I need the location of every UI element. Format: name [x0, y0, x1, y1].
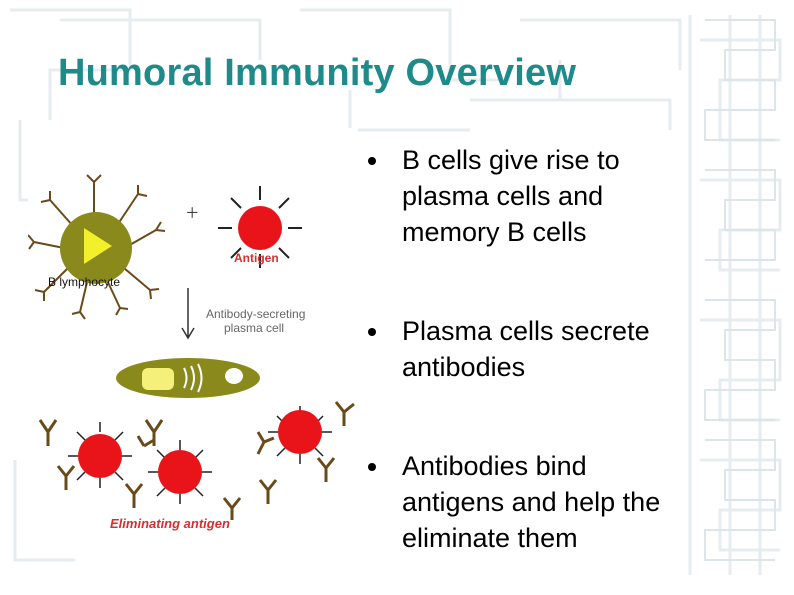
eliminating-antigen-label: Eliminating antigen — [110, 516, 230, 531]
antigen-antibody-cluster — [38, 401, 355, 520]
antibody-icon — [256, 431, 275, 455]
plasma-cell-vesicle — [225, 368, 243, 384]
antigen-label: Antigen — [234, 251, 279, 265]
antibody-icon — [124, 483, 144, 508]
antigen-cell — [158, 450, 202, 494]
plus-sign: + — [186, 200, 198, 225]
bullet-text: Antibodies bind antigens and help the el… — [402, 451, 661, 553]
bullet-dot — [368, 463, 376, 471]
slide-title: Humoral Immunity Overview — [58, 52, 577, 94]
b-lymphocyte-cell — [28, 174, 166, 320]
antigen-cell — [238, 206, 282, 250]
figure-diagram: + Antigen B lymphocyte Antibody-secretin… — [28, 174, 355, 531]
bullet-text: B cells give rise to plasma cells and me… — [402, 145, 620, 247]
antibody-icon — [38, 419, 58, 446]
bullet-dot — [368, 328, 376, 336]
plasma-cell-nucleus — [142, 368, 174, 390]
humoral-immunity-figure: + Antigen B lymphocyte Antibody-secretin… — [28, 128, 358, 548]
bullet-text: Plasma cells secrete antibodies — [402, 316, 650, 382]
antibody-icon — [136, 435, 155, 448]
antigen-top — [218, 186, 302, 268]
antibody-icon — [222, 497, 242, 520]
secretion-waves-icon — [183, 363, 203, 393]
plasma-cell-label-line1: Antibody-secreting — [206, 307, 305, 321]
antibody-icon — [56, 465, 76, 490]
antigen-cell — [78, 434, 122, 478]
antibody-icon — [334, 401, 355, 426]
antibody-icon — [144, 419, 164, 446]
down-arrow-icon — [181, 288, 195, 340]
b-lymphocyte-label: B lymphocyte — [48, 275, 120, 289]
b-lymphocyte-nucleus — [84, 228, 112, 264]
antigen-cell — [278, 410, 322, 454]
antibody-icon — [316, 457, 336, 482]
bullet-dot — [368, 157, 376, 165]
plasma-cell-label-line2: plasma cell — [224, 321, 284, 335]
antibody-icon — [258, 479, 278, 504]
